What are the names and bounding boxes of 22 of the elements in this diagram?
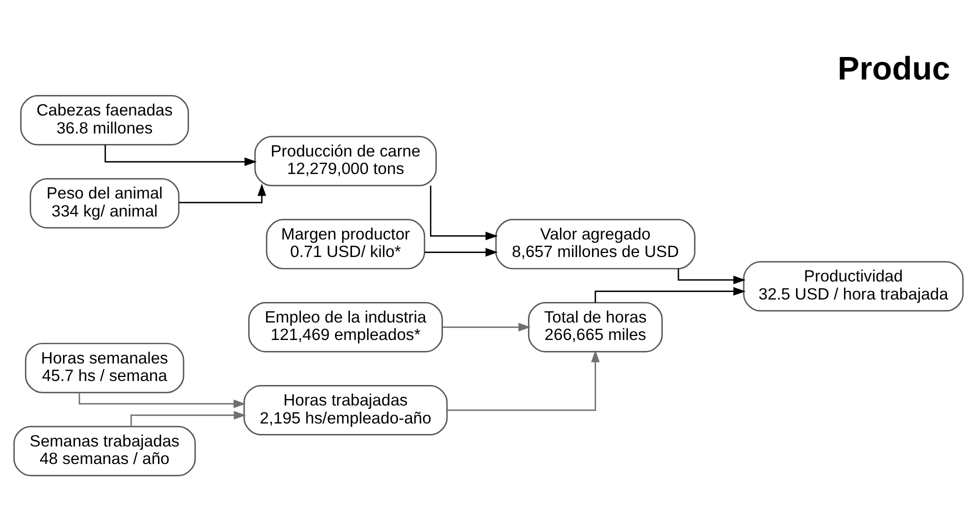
arrow: [678, 268, 746, 284]
node-box: Horas semanales 45.7 hs / semana: [24, 342, 184, 394]
diagram-title: Produc: [838, 50, 950, 87]
arrow: [179, 184, 266, 204]
node-box: Productividad 32.5 USD / hora trabajada: [743, 261, 964, 312]
arrow: [447, 350, 600, 411]
node-box: Valor agregado 8,657 millones de USD: [495, 218, 696, 270]
node-box: Peso del animal 334 kg/ animal: [30, 178, 180, 228]
node-box: Total de horas 266,665 miles: [528, 302, 663, 352]
arrow: [104, 144, 257, 166]
node-box: Semanas trabajadas 48 semanas / año: [13, 426, 196, 476]
node-box: Producción de carne 12,279,000 tons: [254, 136, 437, 186]
arrow: [130, 410, 246, 427]
node-box: Cabezas faenadas 36.8 millones: [20, 95, 189, 146]
node-box: Empleo de la industria 121,469 empleados*: [248, 302, 443, 352]
arrow: [442, 322, 531, 332]
node-box: Margen productor 0.71 USD/ kilo*: [266, 218, 426, 270]
arrow: [78, 392, 246, 408]
arrow: [424, 248, 498, 257]
node-box: Horas trabajadas 2,195 hs/empleado-año: [243, 385, 448, 436]
arrow: [594, 287, 746, 303]
arrow: [430, 186, 498, 240]
